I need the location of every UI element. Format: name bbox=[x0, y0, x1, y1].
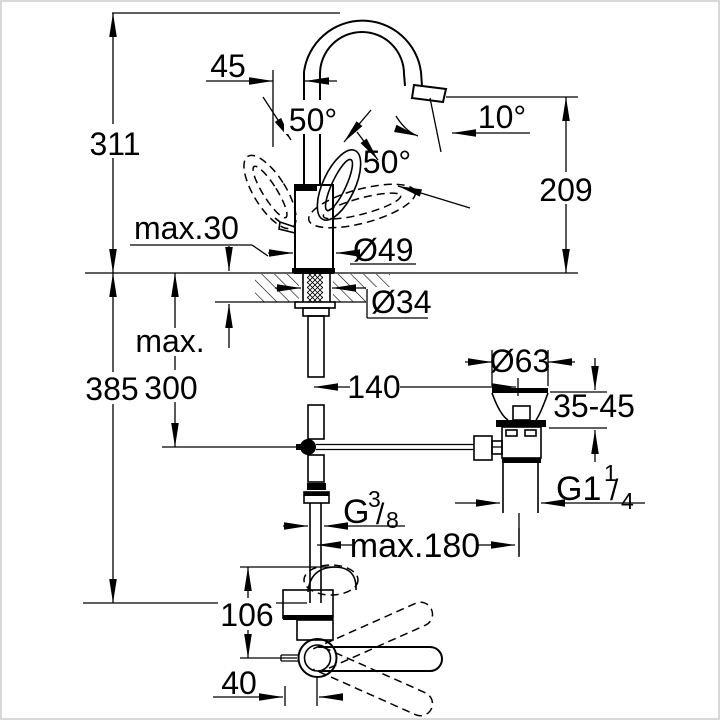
dim-label-drain-thread: G1 bbox=[556, 470, 601, 508]
spout-top-dashed bbox=[303, 564, 359, 596]
dim-label-hose-depth-value: 300 bbox=[144, 370, 197, 406]
lever-swung-up-dashed bbox=[312, 601, 434, 672]
handle-top-view bbox=[240, 564, 443, 717]
dim-label-handle-angle-left: 50° bbox=[289, 102, 337, 138]
rod-joint-ball bbox=[300, 439, 316, 455]
faucet-front-view bbox=[162, 19, 474, 603]
dim-handle-offset: 40 bbox=[213, 665, 343, 706]
mounting-shank bbox=[294, 273, 336, 317]
pop-up-drain bbox=[473, 388, 549, 556]
dim-body-diameter: Ø49 bbox=[268, 232, 416, 268]
dim-supply-thread: G 3 / 8 bbox=[283, 486, 405, 533]
dim-spout-offset: 45 bbox=[206, 48, 337, 147]
dim-label-total-height: 311 bbox=[89, 126, 140, 162]
dim-outlet-height: 209 bbox=[538, 97, 594, 273]
dim-handle-angle-left: 50° bbox=[262, 96, 372, 143]
lever-neutral bbox=[318, 646, 443, 672]
dim-label-hole-diameter: Ø34 bbox=[371, 284, 431, 320]
dim-label-handle-offset: 40 bbox=[221, 665, 257, 701]
dim-reach: 140 bbox=[314, 369, 519, 405]
dim-drain-deck-range: 35-45 bbox=[549, 358, 635, 462]
pop-up-rod bbox=[162, 443, 474, 451]
dim-hose-depth: max. 300 bbox=[133, 273, 207, 447]
supply-hose bbox=[296, 315, 330, 603]
dim-label-supply-thread-sub: 8 bbox=[386, 507, 399, 533]
pop-up-rod-knob bbox=[274, 217, 296, 235]
dim-label-drain-thread-sup: 1 bbox=[604, 460, 617, 486]
rod-adjust-knob bbox=[473, 435, 493, 461]
dim-rod-reach: max.180 bbox=[317, 527, 520, 565]
dim-label-handle-angle-right: 50° bbox=[363, 144, 411, 180]
dim-label-drain-deck-range: 35-45 bbox=[553, 388, 635, 424]
dim-label-reach: 140 bbox=[347, 369, 400, 405]
hose-collar bbox=[307, 483, 326, 490]
dim-drain-thread: G1 1 / 4 bbox=[455, 460, 645, 514]
dim-outlet-angle: 10° bbox=[394, 99, 530, 137]
dim-label-handle-height: 106 bbox=[220, 597, 273, 633]
dim-label-body-diameter: Ø49 bbox=[353, 232, 413, 268]
dim-label-flange-diameter: Ø63 bbox=[490, 343, 550, 379]
lever-pivot-inner bbox=[303, 644, 332, 672]
drain-pop-up-cap bbox=[512, 405, 531, 421]
dim-label-supply-thread-sup: 3 bbox=[368, 486, 381, 512]
dim-label-under-counter-depth: 385 bbox=[85, 371, 138, 407]
dim-label-outlet-angle: 10° bbox=[478, 99, 526, 135]
dim-handle-height: 106 bbox=[218, 567, 276, 658]
dim-label-hose-depth-word: max. bbox=[135, 323, 204, 359]
dim-total-height: 311 bbox=[88, 13, 141, 273]
dim-label-deck-thickness: max.30 bbox=[134, 210, 239, 246]
dim-label-outlet-height: 209 bbox=[539, 172, 592, 208]
dim-label-spout-offset: 45 bbox=[210, 48, 246, 84]
drain-flange-plate bbox=[492, 388, 548, 393]
lever-swung-down-dashed bbox=[312, 646, 434, 717]
drain-body bbox=[501, 426, 542, 459]
dim-under-counter-depth: 385 bbox=[85, 273, 140, 603]
dim-flange-diameter: Ø63 bbox=[465, 343, 575, 386]
dim-label-supply-thread: G bbox=[343, 493, 369, 531]
dim-label-rod-reach: max.180 bbox=[350, 527, 480, 565]
dim-label-supply-thread-slash: / bbox=[376, 498, 385, 531]
handle-neutral bbox=[316, 149, 362, 221]
dim-handle-angle-right: 50° bbox=[356, 131, 471, 209]
dim-label-drain-thread-slash: / bbox=[610, 474, 619, 507]
drain-tailpipe bbox=[502, 463, 539, 513]
drain-seal-washer bbox=[496, 420, 546, 427]
dim-label-drain-thread-sub: 4 bbox=[621, 488, 634, 514]
dim-deck-thickness: max.30 bbox=[130, 210, 269, 348]
dim-hole-diameter: Ø34 bbox=[275, 284, 431, 320]
spout-top-outline bbox=[307, 566, 357, 593]
supply-pipe bbox=[309, 503, 322, 603]
spout bbox=[303, 19, 448, 185]
